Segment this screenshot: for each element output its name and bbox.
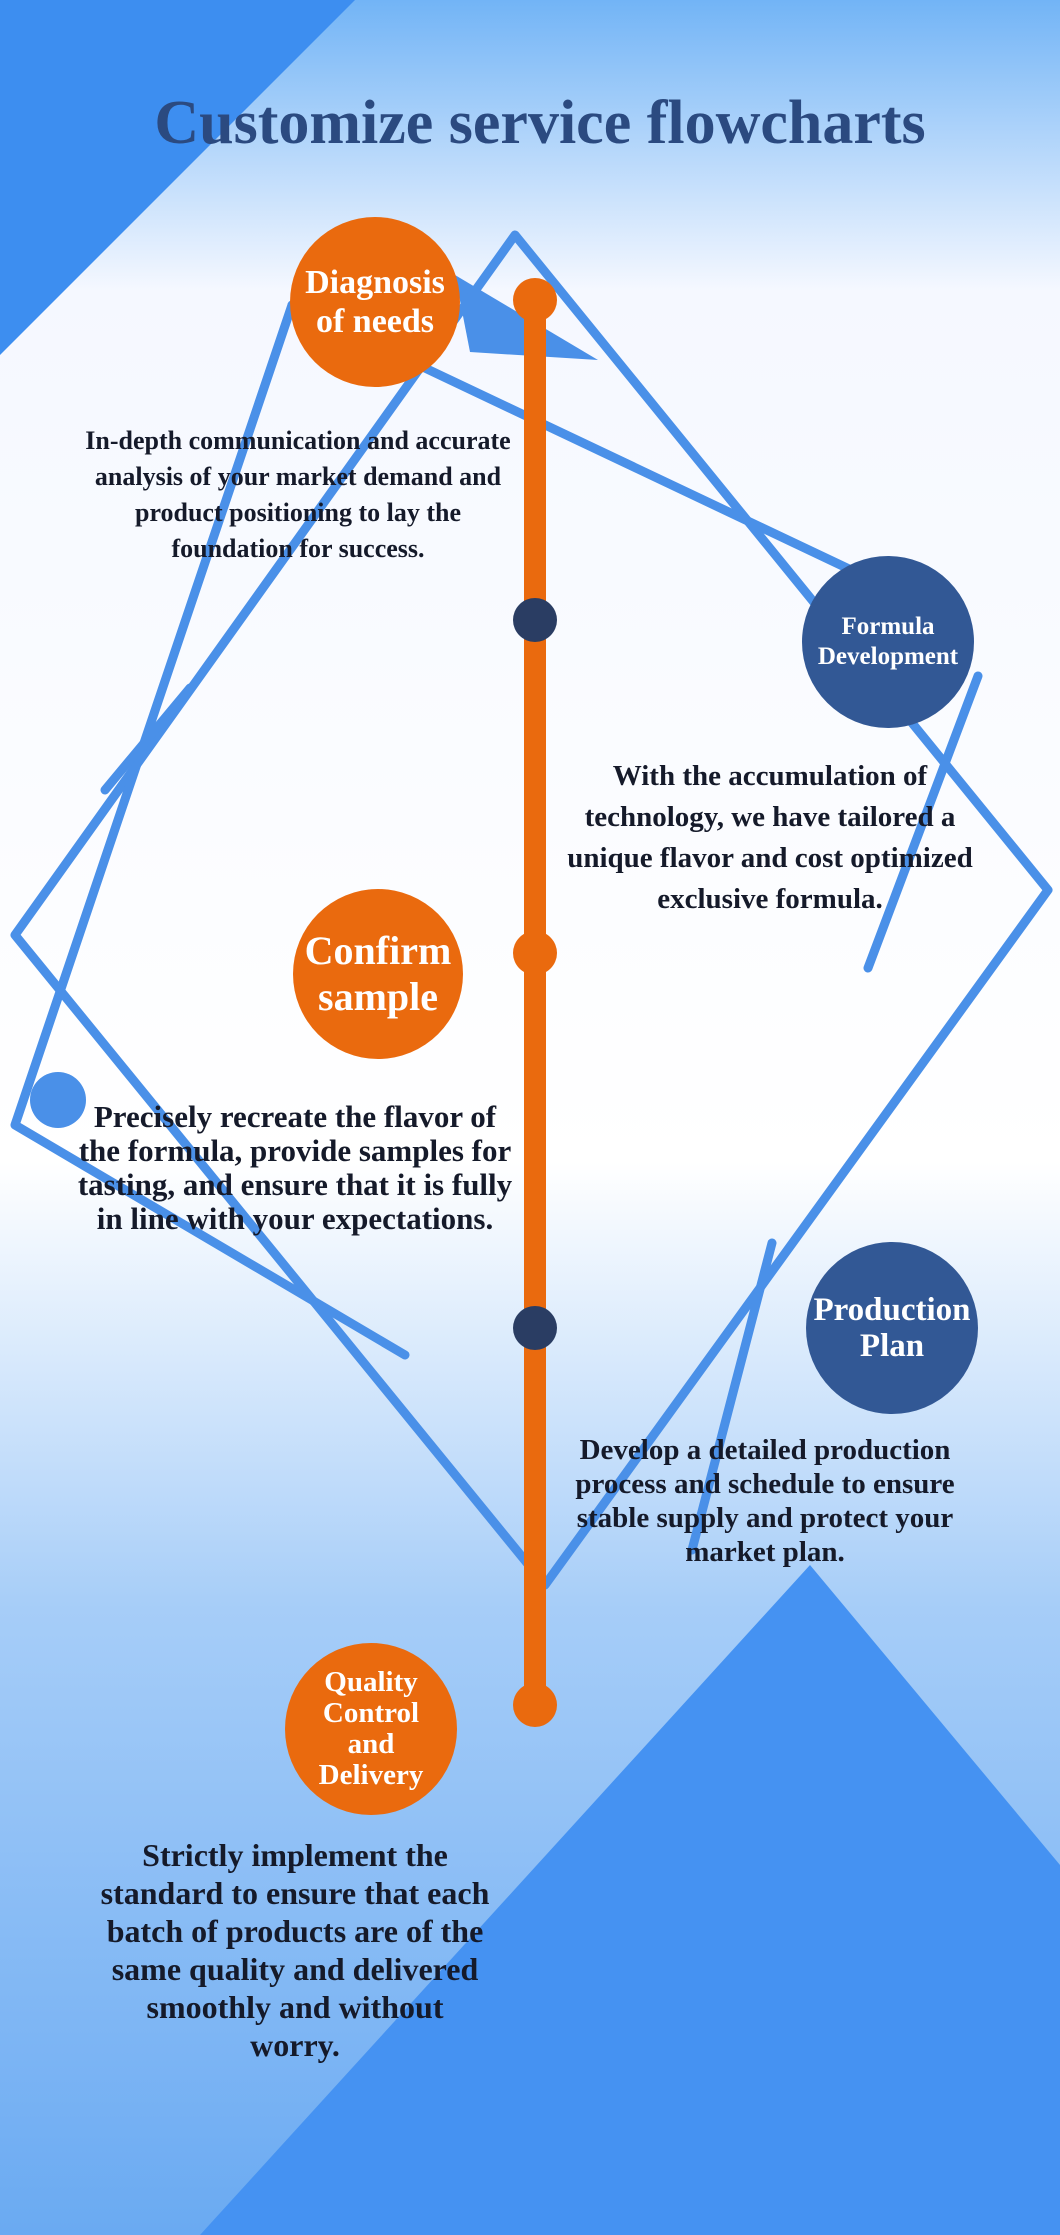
step-label: Confirm sample <box>304 928 452 1019</box>
timeline <box>513 278 557 1727</box>
step-circle-confirm-sample: Confirm sample <box>293 889 463 1059</box>
small-blue-dot <box>30 1072 86 1128</box>
step-circle-diagnosis: Diagnosis of needs <box>290 217 460 387</box>
upper-left-blue-stroke <box>100 683 195 795</box>
step-description: With the accumulation of technology, we … <box>567 760 973 915</box>
tilted-square-outline <box>10 300 410 1360</box>
step-description: Develop a detailed production process an… <box>575 1434 955 1568</box>
page-title: Customize service flowcharts <box>154 89 926 157</box>
step-description: Precisely recreate the flavor of the for… <box>77 1099 513 1236</box>
bottom-right-blue-triangle <box>200 1565 1060 2235</box>
timeline-dot-3 <box>513 931 557 975</box>
step-circle-formula: Formula Development <box>802 556 974 728</box>
step-label: Diagnosis of needs <box>305 264 445 340</box>
lower-right-blue-stroke <box>687 1238 777 1555</box>
step-description: Strictly implement the standard to ensur… <box>100 1837 490 2063</box>
timeline-dot-4 <box>513 1306 557 1350</box>
step-description: In-depth communication and accurate anal… <box>85 426 511 563</box>
timeline-dot-2 <box>513 598 557 642</box>
step-label: Production Plan <box>813 1292 971 1364</box>
right-blue-stroke <box>863 671 983 973</box>
timeline-dot-5 <box>513 1683 557 1727</box>
timeline-dot-1 <box>513 278 557 322</box>
step-label: Quality Control and Delivery <box>318 1666 424 1791</box>
step-label: Formula Development <box>817 613 959 670</box>
step-circle-production-plan: Production Plan <box>806 1242 978 1414</box>
top-left-blue-triangle <box>0 0 355 355</box>
step-circle-quality-control: Quality Control and Delivery <box>285 1643 457 1815</box>
